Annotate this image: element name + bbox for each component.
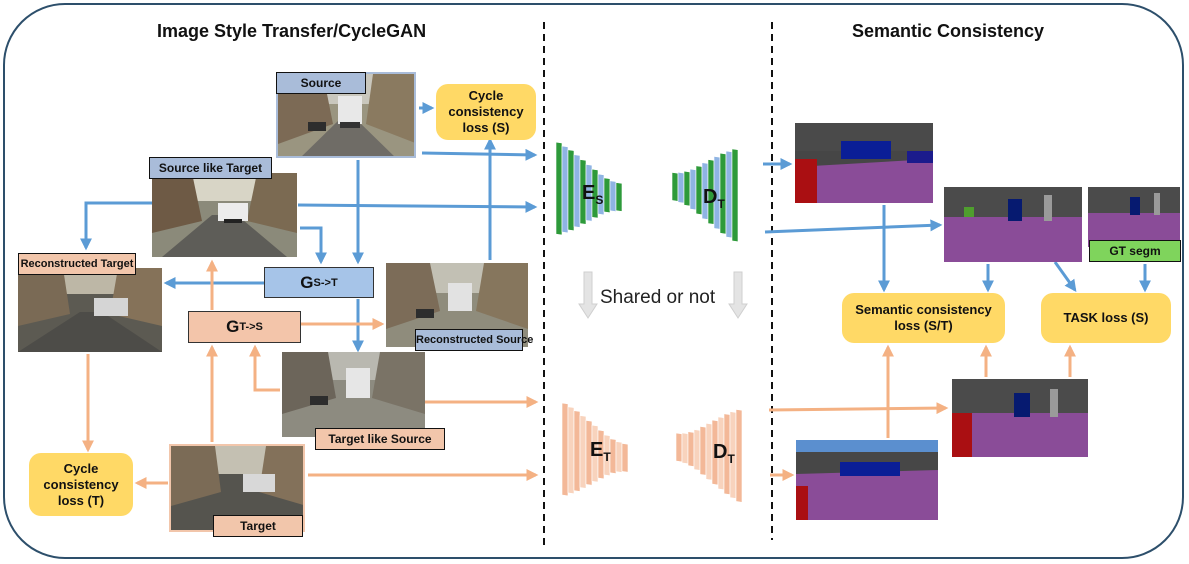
arrow-dt-to-seg-sourcelike: [764, 219, 943, 234]
decoder-t-bottom-main: D: [713, 441, 728, 463]
seg-map-target-predicted: [952, 379, 1088, 457]
decoder-t-bottom-sub: T: [727, 452, 735, 466]
shared-or-not-text: Shared or not: [600, 287, 716, 308]
encoder-t-main: E: [590, 439, 604, 461]
decoder-t-bottom-layer-11: [735, 409, 743, 503]
source-like-target-image: [152, 173, 297, 257]
cycle-consistency-loss-s-box: Cycle consistency loss (S): [436, 84, 536, 140]
arrow-seg-sourcelike-to-task: [1053, 261, 1077, 292]
reconstructed-target-label: Reconstructed Target: [18, 253, 136, 275]
generator-t-to-s-sub: T->S: [239, 321, 263, 333]
encoder-s-layer-1: [555, 141, 563, 236]
decoder-t-top-label: DT: [703, 186, 725, 211]
decoder-t-bottom-layer-5: [699, 426, 707, 476]
shared-arrow-1: [578, 271, 598, 319]
encoder-s-sub: S: [595, 193, 604, 207]
shared-arrow-2: [728, 271, 748, 319]
source-like-target-label: Source like Target: [149, 157, 272, 179]
decoder-t-bottom-layer-4: [693, 429, 701, 471]
seg-map-target-like-source: [796, 440, 938, 520]
seg-map-target-like-source-shapes: [796, 440, 938, 520]
arrow-sourcelike-to-gst: [300, 226, 327, 265]
arrow-dt-to-seg-target: [768, 402, 949, 415]
decoder-t-top-layer-2: [677, 171, 685, 204]
generator-s-to-t-sub: S->T: [313, 276, 338, 289]
encoder-t-layer-10: [615, 441, 623, 473]
seg-map-gt-shapes: [1088, 187, 1180, 247]
encoder-s-main: E: [582, 182, 596, 204]
decoder-t-bottom-label: DT: [713, 441, 735, 466]
encoder-s-label: ES: [582, 182, 603, 207]
seg-map-source-like-target-shapes: [944, 187, 1082, 262]
encoder-t-layer-2: [567, 406, 575, 495]
cycle-consistency-loss-t-box: Cycle consistency loss (T): [29, 453, 133, 516]
decoder-t-bottom-layer-6: [705, 422, 713, 481]
arrow-source-to-es: [421, 148, 538, 161]
target-like-source-label: Target like Source: [315, 428, 445, 450]
decoder-t-top-main: D: [703, 186, 718, 208]
encoder-t-sub: T: [603, 450, 611, 464]
generator-t-to-s-main: G: [226, 317, 240, 336]
encoder-s-layer-3: [567, 149, 575, 232]
encoder-t-layer-1: [561, 402, 569, 497]
target-like-source-image: [282, 352, 425, 437]
encoder-s-layer-11: [615, 182, 623, 212]
source-like-target-street-scene: [152, 173, 297, 257]
encoder-t-layer-3: [573, 410, 581, 492]
outer-frame: [3, 3, 1184, 559]
decoder-t-top-layer-3: [683, 170, 691, 207]
decoder-t-top-layer-4: [689, 168, 697, 211]
decoder-t-top-sub: T: [717, 197, 725, 211]
arrow-sourcelike-to-recon-target: [80, 201, 152, 251]
target-like-source-street-scene: [282, 352, 425, 437]
seg-map-source-predicted: [795, 123, 933, 203]
encoder-s-layer-9: [603, 177, 611, 214]
decoder-t-bottom-layer-3: [687, 431, 695, 467]
decoder-t-top-layer-1: [671, 172, 679, 202]
seg-map-gt: [1088, 187, 1180, 247]
task-loss-box: TASK loss (S): [1041, 293, 1171, 343]
encoder-s-layer-10: [609, 180, 617, 212]
semantic-consistency-loss-box: Semantic consistency loss (S/T): [842, 293, 1005, 343]
encoder-t-label: ET: [590, 439, 611, 464]
decoder-t-top-layer-11: [731, 148, 739, 243]
seg-map-target-predicted-shapes: [952, 379, 1088, 457]
left-section-title: Image Style Transfer/CycleGAN: [157, 21, 427, 41]
arrow-sourcelike-to-es: [297, 200, 538, 213]
seg-map-source-like-target: [944, 187, 1082, 262]
right-section-title: Semantic Consistency: [852, 21, 1045, 41]
seg-map-source-predicted-shapes: [795, 123, 933, 203]
decoder-t-top-layer-10: [725, 150, 733, 239]
encoder-s-layer-4: [573, 154, 581, 228]
reconstructed-target-street-scene: [18, 268, 162, 352]
reconstructed-target-image: [18, 268, 162, 352]
decoder-t-bottom-layer-2: [681, 432, 689, 465]
arrow-tls-to-gts: [249, 344, 280, 392]
generator-s-to-t-main: G: [300, 272, 314, 292]
encoder-s-layer-2: [561, 145, 569, 234]
gt-segm-label: GT segm: [1089, 240, 1181, 262]
reconstructed-source-label: Reconstructed Source: [415, 329, 533, 351]
encoder-t-layer-11: [621, 443, 629, 473]
target-label: Target: [213, 515, 303, 537]
source-label: Source: [276, 72, 366, 94]
decoder-t-bottom-layer-1: [675, 432, 683, 463]
encoder-t-layer-4: [579, 415, 587, 489]
decoder-t-top-layer-5: [695, 165, 703, 216]
